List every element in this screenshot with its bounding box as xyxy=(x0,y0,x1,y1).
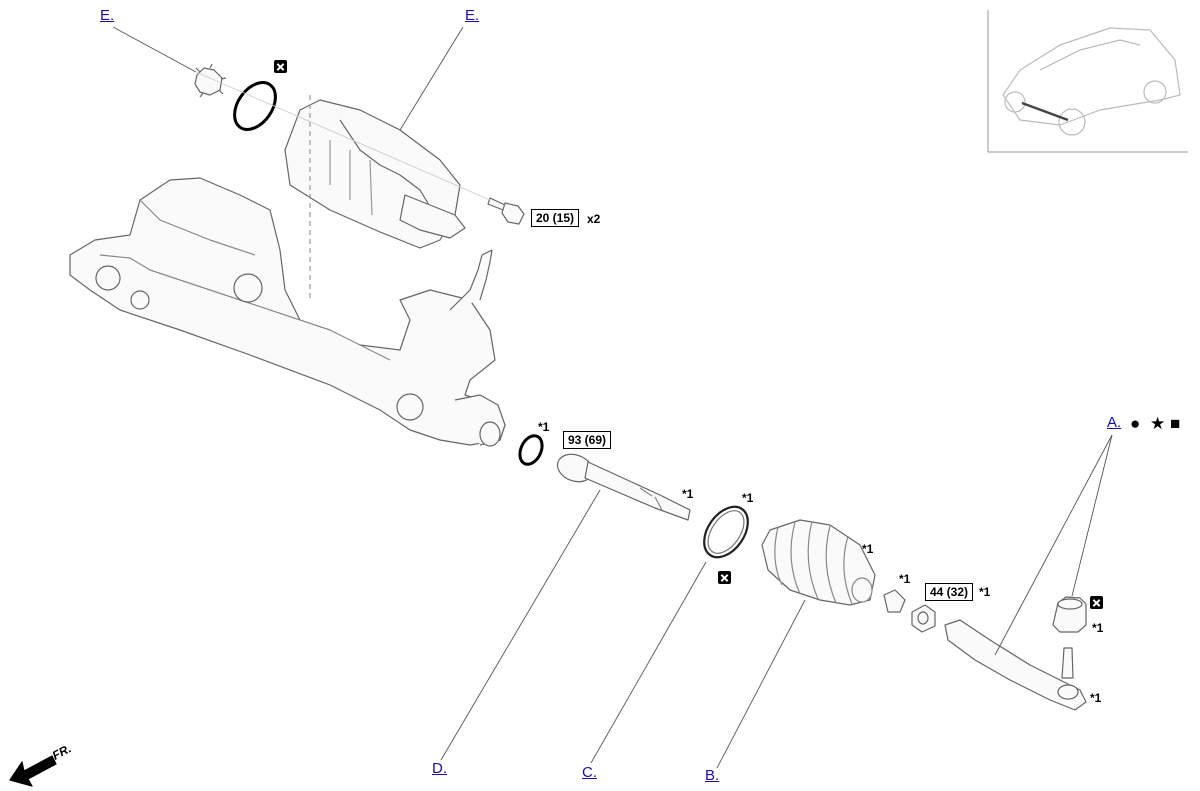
replace-part-icon xyxy=(1090,596,1103,609)
steering-rack-boot xyxy=(761,519,876,606)
callout-b-boot[interactable]: B. xyxy=(705,767,720,784)
note-tie-rod-sub-assembly: *1 xyxy=(682,487,694,501)
leader-lines xyxy=(112,26,1113,769)
tie-rod-end xyxy=(944,619,1087,711)
torque-tie-rod: 93 (69) xyxy=(563,431,612,449)
tie-rod-lock-nut xyxy=(911,604,936,633)
rack-boot-clip xyxy=(883,589,906,613)
front-arrow-icon xyxy=(9,755,57,787)
callout-d-rack-end[interactable]: D. xyxy=(432,760,447,777)
replace-part-icon xyxy=(274,60,287,73)
note-rack-boot: *1 xyxy=(862,542,874,556)
motor-pinion-gear xyxy=(194,63,227,98)
callout-e-pinion[interactable]: E. xyxy=(100,7,115,24)
vehicle-locator-thumbnail xyxy=(987,10,1188,153)
tie-rod-end-sub-assembly xyxy=(556,453,691,521)
o-ring-motor xyxy=(233,81,277,131)
note-lock-nut: *1 xyxy=(979,585,991,599)
motor-mounting-bolt xyxy=(487,197,525,225)
note-tie-rod-end: *1 xyxy=(1090,691,1102,705)
eps-motor-assembly xyxy=(284,95,466,300)
callout-e-motor[interactable]: E. xyxy=(465,7,480,24)
torque-motor-bolt: 20 (15) xyxy=(531,209,580,227)
callout-a-tie-rod-end[interactable]: A. xyxy=(1107,414,1122,431)
o-ring-rack-end xyxy=(518,434,544,466)
callout-c-clamp[interactable]: C. xyxy=(582,764,597,781)
note-boot-clip: *1 xyxy=(899,572,911,586)
note-o-ring-rack-end: *1 xyxy=(538,420,550,434)
steering-gear-housing xyxy=(69,177,506,447)
replace-part-icon xyxy=(718,571,731,584)
circle-symbol: ● xyxy=(1130,414,1141,433)
torque-lock-nut: 44 (32) xyxy=(925,583,974,601)
ball-joint-dust-cover xyxy=(1052,596,1087,633)
star-symbol: ★ xyxy=(1150,414,1166,433)
note-boot-clamp: *1 xyxy=(742,491,754,505)
square-symbol: ■ xyxy=(1170,414,1181,433)
boot-clamp xyxy=(703,505,749,559)
bolt-quantity: x2 xyxy=(587,212,601,226)
note-dust-cover: *1 xyxy=(1092,621,1104,635)
